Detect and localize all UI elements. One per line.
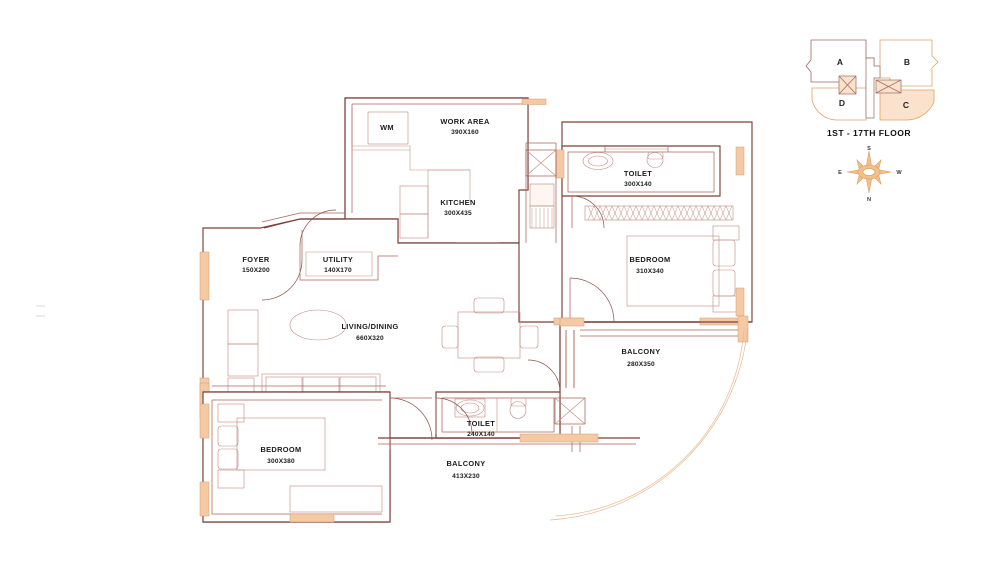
compass-label-left: E <box>838 170 842 176</box>
room-label-toilet-2: TOILET <box>467 419 495 428</box>
room-label-work-area: WORK AREA <box>440 117 490 126</box>
key-plan: A B D C 1ST - 17TH FLOOR <box>805 39 939 138</box>
window-bedroom-1b <box>735 287 745 317</box>
window-bedroom-2b <box>199 481 210 517</box>
wc-cistern-1 <box>647 151 664 160</box>
wash-basin-1 <box>582 152 614 170</box>
side-table-2a <box>217 403 245 423</box>
balcony-1-section: BALCONY 280X350 <box>527 315 752 521</box>
balcony-boundary-arc-2 <box>555 329 745 517</box>
compass-label-bottom: N <box>867 197 871 203</box>
room-dim-utility: 140X170 <box>324 267 352 274</box>
key-plan-unit-d[interactable] <box>811 87 867 121</box>
room-dim-toilet-1: 300X140 <box>624 181 652 188</box>
door-arc-balcony-1 <box>527 359 561 393</box>
door-arc-toilet-1 <box>571 195 605 229</box>
washing-machine <box>367 111 409 145</box>
bed-1 <box>626 235 720 307</box>
corridor-cross <box>525 149 557 177</box>
basin-counter-2 <box>454 398 486 418</box>
balcony-grill-cross <box>554 397 586 425</box>
room-dim-balcony-1: 280X350 <box>627 361 655 368</box>
room-dim-bedroom-1: 310X340 <box>636 268 664 275</box>
door-arc-entry <box>261 259 303 301</box>
door-arc-bedroom-2 <box>389 397 433 441</box>
key-plan-title: 1ST - 17TH FLOOR <box>827 128 911 138</box>
window-living-a <box>199 251 210 301</box>
door-arc-bedroom-1 <box>569 277 615 323</box>
wc-cistern-2 <box>510 397 527 407</box>
room-dim-balcony-2: 413X230 <box>452 473 480 480</box>
wardrobe-1 <box>584 205 734 221</box>
window-bedroom-2c <box>289 513 335 523</box>
room-label-kitchen: KITCHEN <box>440 198 475 207</box>
wardrobe-hatching-1 <box>587 205 733 221</box>
key-plan-unit-c[interactable] <box>879 89 935 121</box>
room-dim-kitchen: 300X435 <box>444 210 472 217</box>
wash-basin-inner-1 <box>588 155 608 167</box>
kitchen-work-area-section: WORK AREA 390X160 WM KITCHEN 300X435 <box>261 97 547 239</box>
key-plan-unit-b[interactable] <box>879 39 939 87</box>
corridor-section <box>525 142 557 243</box>
foyer-utility-section: FOYER 150X200 UTILITY 140X170 <box>242 209 398 301</box>
dining-chair-left <box>441 325 459 349</box>
window-work-area <box>521 98 547 105</box>
compass-label-top: S <box>867 146 871 152</box>
room-label-toilet-1: TOILET <box>624 169 652 178</box>
room-dim-living-dining: 660X320 <box>356 335 384 342</box>
key-plan-label-b: B <box>904 57 910 67</box>
balcony-boundary-arc-1 <box>549 321 749 521</box>
room-label-foyer: FOYER <box>242 255 270 264</box>
dining-chair-right <box>519 325 539 349</box>
wc-2 <box>509 401 527 419</box>
key-plan-core <box>865 57 881 119</box>
center-table <box>289 309 347 341</box>
toilet-2-section: TOILET 240X140 <box>435 391 561 439</box>
corridor-unit-b <box>529 205 555 229</box>
bed-2 <box>236 417 326 471</box>
door-arc-utility <box>299 209 337 247</box>
room-label-utility: UTILITY <box>323 255 353 264</box>
shelf-unit-b <box>227 343 259 377</box>
room-label-wm: WM <box>380 123 394 132</box>
balcony-2-section: BALCONY 413X230 <box>378 433 640 480</box>
key-plan-label-c: C <box>903 100 909 110</box>
room-dim-bedroom-2: 300X380 <box>267 458 295 465</box>
toilet-1-section: TOILET 300X140 <box>561 145 721 229</box>
side-table-2b <box>217 469 245 489</box>
room-label-bedroom-2: BEDROOM <box>260 445 301 454</box>
room-label-balcony-1: BALCONY <box>622 347 661 356</box>
corridor-unit-a <box>529 183 555 207</box>
compass-ring-inner <box>862 168 876 176</box>
room-label-balcony-2: BALCONY <box>447 459 486 468</box>
room-dim-foyer: 150X200 <box>242 267 270 274</box>
window-bedroom-1c <box>555 149 565 179</box>
window-balcony-1a <box>559 317 585 327</box>
door-arc-toilet-2 <box>435 397 473 435</box>
room-label-living-dining: LIVING/DINING <box>341 322 398 331</box>
window-bedroom-2a <box>199 403 210 439</box>
balcony-grill <box>554 397 586 425</box>
pillow-2b <box>217 448 239 470</box>
room-dim-toilet-2: 240X140 <box>467 431 495 438</box>
room-dim-work-area: 390X160 <box>451 129 479 136</box>
key-plan-label-d: D <box>839 98 845 108</box>
dining-chair-bottom <box>473 356 505 373</box>
compass-rose: S N E W <box>838 146 902 203</box>
wc-1 <box>646 152 664 168</box>
wash-basin-2 <box>455 399 485 417</box>
room-label-bedroom-1: BEDROOM <box>629 255 670 264</box>
pillow-2a <box>217 425 239 447</box>
bedroom-2-ledge <box>289 485 383 513</box>
side-table-1a <box>712 225 740 241</box>
key-plan-label-a: A <box>837 57 843 67</box>
bedroom-2-section: BEDROOM 300X380 <box>199 391 433 523</box>
margin-tick-marks <box>36 305 45 317</box>
corridor-hatching <box>531 208 553 228</box>
window-bedroom-1a <box>735 146 745 176</box>
window-balcony-2a <box>519 433 599 443</box>
dining-chair-top <box>473 297 505 314</box>
compass-label-right: W <box>896 170 902 176</box>
